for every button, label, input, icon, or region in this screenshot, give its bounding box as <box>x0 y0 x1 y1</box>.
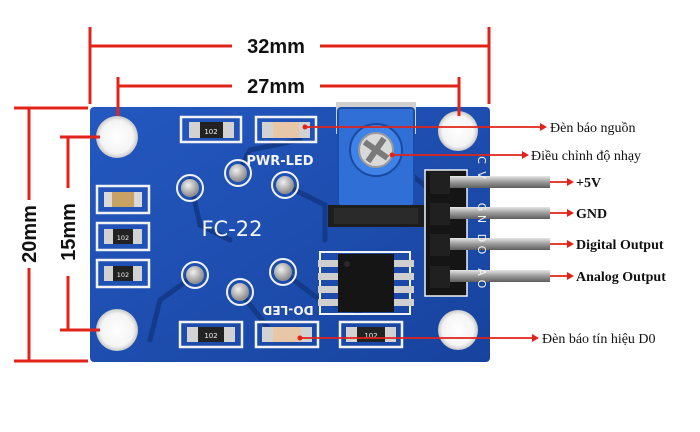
header-pin-icon <box>430 266 550 288</box>
solder-pad <box>271 171 299 199</box>
dimension-height-outer: 20mm <box>19 205 41 263</box>
pin-label-gnd-2: N <box>475 215 488 223</box>
smd-capacitor <box>95 184 151 215</box>
solder-pad <box>224 159 252 187</box>
smd-resistor-top: 102 <box>179 115 243 144</box>
dimension-lines <box>14 27 491 363</box>
smd-resistor: 102 <box>95 221 151 252</box>
smd-resistor: 102 <box>95 258 151 289</box>
trimmer-potentiometer-icon <box>328 102 424 227</box>
solder-pad <box>226 278 254 306</box>
pin-label-do: D <box>475 234 488 242</box>
solder-pad <box>181 261 209 289</box>
callout-dots <box>297 124 395 341</box>
dimension-width-holes: 27mm <box>247 76 305 98</box>
callout-arrowheads <box>522 123 574 342</box>
resistor-code: 102 <box>204 128 217 136</box>
mounting-hole-icon <box>96 116 138 158</box>
pwr-led-label: PWR-LED <box>246 154 313 169</box>
solder-pad <box>269 258 297 286</box>
resistor-code: 102 <box>117 234 129 242</box>
soic8-ic-icon <box>318 251 414 315</box>
solder-pad <box>176 174 204 202</box>
smd-led-icon <box>254 115 318 144</box>
header-pin-icon <box>430 172 550 194</box>
smd-resistor: 102 <box>178 320 244 349</box>
mounting-hole-icon <box>438 310 478 350</box>
callout-sensitivity: Điều chỉnh độ nhạy <box>531 149 641 164</box>
header-pin-icon <box>430 203 550 225</box>
pin-label-do-2: O <box>475 246 488 255</box>
callout-lines <box>300 126 567 339</box>
resistor-code: 102 <box>117 271 129 279</box>
resistor-code: 102 <box>364 332 377 340</box>
resistor-code: 102 <box>204 332 217 340</box>
callout-power-led: Đèn báo nguồn <box>550 121 636 136</box>
smd-led-icon <box>254 320 320 349</box>
dimension-height-holes: 15mm <box>58 203 80 261</box>
callout-vcc: +5V <box>576 176 601 191</box>
callout-gnd: GND <box>576 207 607 222</box>
pin-label-vcc: V <box>475 171 488 179</box>
board-model-label: FC-22 <box>201 217 262 241</box>
do-led-label: DO-LED <box>262 303 313 317</box>
mounting-hole-icon <box>438 111 478 151</box>
pin-label-vcc-2: C <box>475 156 488 164</box>
pin-label-ao-2: O <box>475 280 488 289</box>
do-led-label-group: DO-LED <box>262 303 313 317</box>
pin-label-gnd: G <box>475 203 488 212</box>
dimension-width-outer: 32mm <box>247 36 305 58</box>
pin-label-ao: A <box>475 268 488 276</box>
callout-d0-led: Đèn báo tín hiệu D0 <box>542 332 656 347</box>
callout-digital-output: Digital Output <box>576 238 664 253</box>
header-pin-icon <box>430 234 550 256</box>
header-connector: V C G N D O A O <box>424 156 550 297</box>
callout-analog-output: Analog Output <box>576 270 666 285</box>
mounting-hole-icon <box>96 309 138 351</box>
